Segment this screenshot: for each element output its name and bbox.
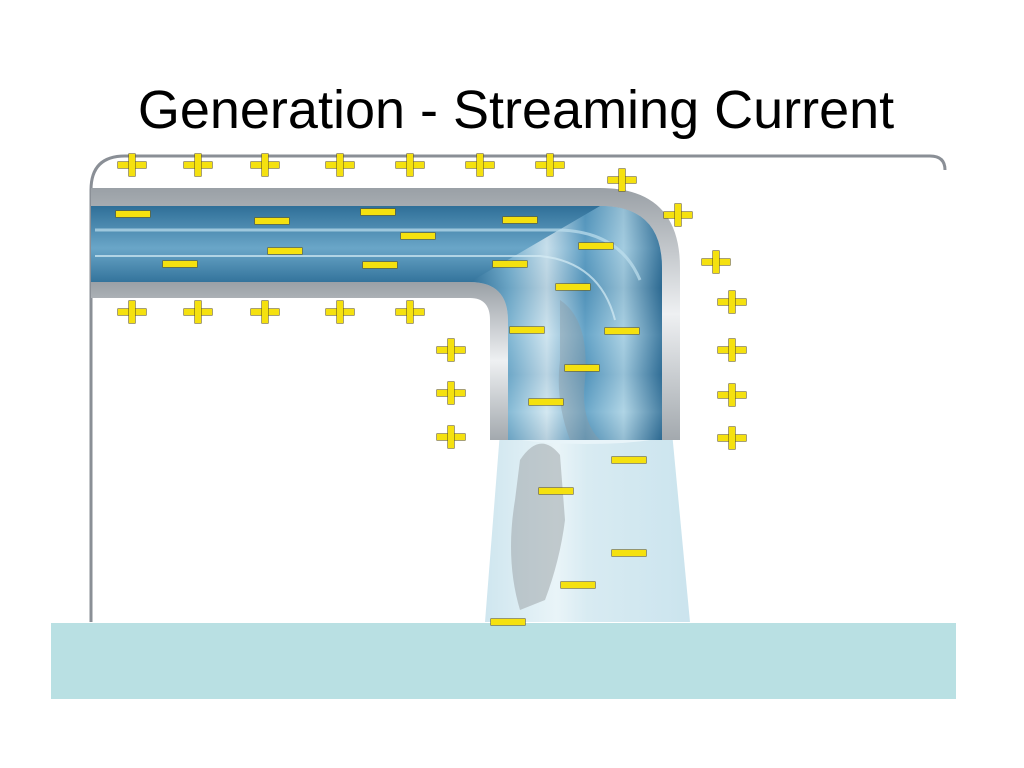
plus-icon <box>436 338 466 362</box>
positive-charges <box>117 153 747 450</box>
plus-icon <box>436 425 466 449</box>
minus-icon <box>115 210 151 218</box>
minus-icon <box>362 261 398 269</box>
plus-icon <box>436 381 466 405</box>
negative-charges <box>115 208 647 626</box>
plus-icon <box>663 203 693 227</box>
minus-icon <box>611 456 647 464</box>
plus-icon <box>717 426 747 450</box>
plus-icon <box>717 290 747 314</box>
minus-icon <box>509 326 545 334</box>
plus-icon <box>117 153 147 177</box>
plus-icon <box>325 300 355 324</box>
minus-icon <box>502 216 538 224</box>
minus-icon <box>400 232 436 240</box>
minus-icon <box>267 247 303 255</box>
plus-icon <box>395 300 425 324</box>
pipe-inner-wall <box>91 282 508 440</box>
slide-title: Generation - Streaming Current <box>137 80 895 140</box>
minus-icon <box>492 260 528 268</box>
plus-icon <box>117 300 147 324</box>
ground-bar <box>51 623 956 699</box>
minus-icon <box>564 364 600 372</box>
plus-icon <box>325 153 355 177</box>
minus-icon <box>578 242 614 250</box>
enclosure-outline <box>89 154 947 622</box>
plus-icon <box>395 153 425 177</box>
plus-icon <box>250 153 280 177</box>
minus-icon <box>611 549 647 557</box>
minus-icon <box>254 217 290 225</box>
minus-icon <box>162 260 198 268</box>
plus-icon <box>183 300 213 324</box>
plus-icon <box>607 168 637 192</box>
plus-icon <box>717 338 747 362</box>
plus-icon <box>701 250 731 274</box>
minus-icon <box>360 208 396 216</box>
plus-icon <box>183 153 213 177</box>
plus-icon <box>250 300 280 324</box>
minus-icon <box>538 487 574 495</box>
minus-icon <box>555 283 591 291</box>
plus-icon <box>465 153 495 177</box>
plus-icon <box>535 153 565 177</box>
minus-icon <box>528 398 564 406</box>
minus-icon <box>560 581 596 589</box>
minus-icon <box>490 618 526 626</box>
minus-icon <box>604 327 640 335</box>
plus-icon <box>717 383 747 407</box>
